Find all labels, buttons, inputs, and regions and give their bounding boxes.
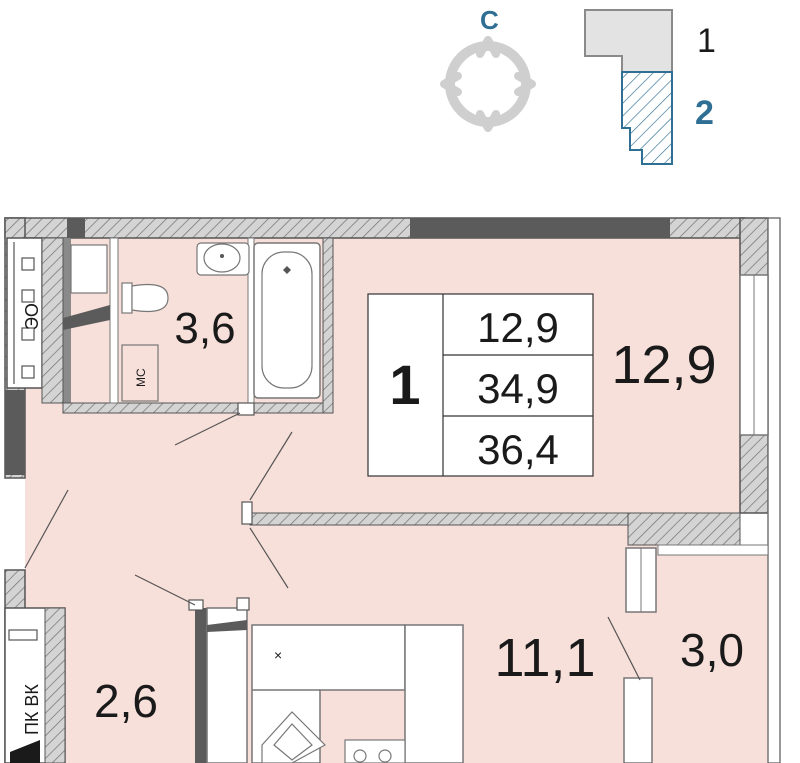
total-area-with-balcony-value: 36,4 [477, 426, 559, 473]
floor-2-label: 2 [695, 94, 714, 132]
balcony-corner-wall [627, 512, 741, 546]
floor-1-shape [584, 9, 673, 73]
compass-arrow-south [476, 110, 500, 132]
shaft-eo-marks [13, 242, 35, 384]
cooker-hood-mark: × [274, 647, 282, 663]
balcony-window [623, 677, 653, 763]
bathroom-bottom-wall [62, 402, 334, 414]
kitchen-wardrobe [206, 607, 248, 763]
mc-cabinet [121, 344, 159, 402]
compass-ring [445, 41, 531, 127]
balcony-top-rail [657, 544, 769, 556]
shaft-pk-vk-label: ПК ВК [22, 684, 42, 735]
hall-area: 2,6 [94, 675, 158, 727]
kitchen-sink-icon [261, 711, 326, 763]
toilet-icon [131, 283, 169, 313]
washing-machine [70, 244, 108, 294]
mc-label: МС [134, 368, 148, 387]
floor-1-label: 1 [697, 22, 716, 60]
summary-box [367, 293, 594, 477]
walls [4, 217, 781, 763]
compass-arrow-east [514, 72, 536, 96]
top-wall-segment [410, 218, 670, 238]
rooms-count: 1 [389, 353, 420, 416]
bathroom-right-wall [322, 237, 334, 414]
floor-2-shape [621, 71, 673, 165]
compass-arrow-north [476, 36, 500, 58]
kitchen-counter-right [404, 624, 464, 763]
bathtub-basin [261, 251, 313, 389]
area-summary-table: 1 12,9 34,9 36,4 [367, 293, 594, 477]
compass-north-label: С [480, 5, 499, 35]
drain-icon [283, 266, 291, 274]
facade-line [767, 217, 781, 763]
compass-arrow-west [440, 72, 462, 96]
fixtures: МС ЭО ПК ВК × [8, 242, 406, 763]
total-area-value: 34,9 [477, 365, 559, 412]
kitchen-area: 11,1 [494, 628, 595, 688]
living-area-value: 12,9 [477, 304, 559, 351]
compass: С [440, 5, 536, 132]
shaft-eo [6, 237, 43, 389]
living-room-area: 12,9 [611, 335, 716, 395]
shaft-eo-label: ЭО [22, 303, 42, 330]
balcony-area: 3,0 [680, 624, 744, 676]
hall-kitchen-wall [195, 608, 207, 763]
partition-living-kitchen [249, 512, 629, 526]
stove-icon [344, 739, 406, 763]
bathroom-area: 3,6 [174, 304, 235, 353]
room-labels: 3,6 12,9 11,1 2,6 3,0 [94, 304, 744, 727]
top-wall-column [67, 218, 85, 238]
left-wall-dark [5, 390, 25, 475]
floor-key: 1 2 [584, 9, 716, 165]
